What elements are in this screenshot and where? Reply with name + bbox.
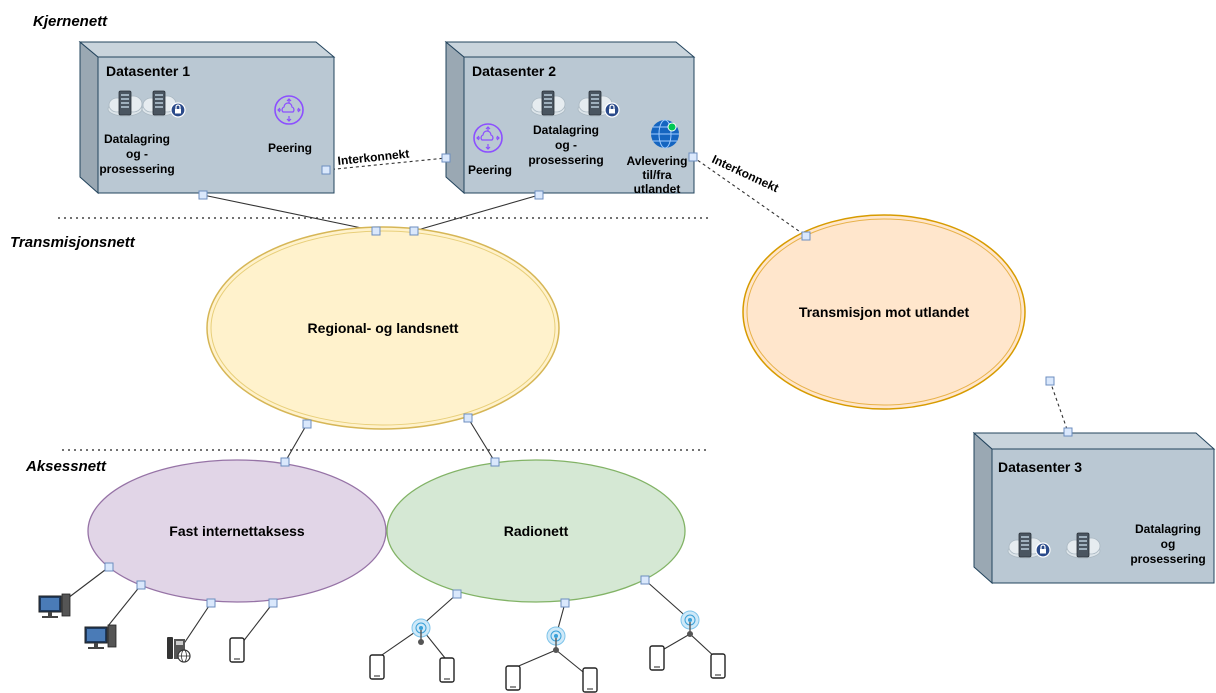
fixed-access-label: Fast internettaksess <box>169 523 305 539</box>
datacenter-2-delivery-line1: Avlevering <box>627 154 688 168</box>
datacenter-1[interactable] <box>78 40 336 195</box>
datacenter-2-delivery-line3: utlandet <box>634 182 681 196</box>
lock-icon <box>604 102 620 118</box>
mobile-phone-icon <box>369 654 385 680</box>
desktop-computer-icon <box>38 593 71 619</box>
lock-icon <box>170 102 186 118</box>
interconnect-label-1: Interkonnekt <box>337 147 410 168</box>
mobile-phone-icon <box>505 665 521 691</box>
foreign-transmission-label: Transmisjon mot utlandet <box>799 304 970 320</box>
datacenter-3-storage-line2: og <box>1161 537 1176 551</box>
interconnect-lines <box>325 156 1069 433</box>
datacenter-1-storage-line1: Datalagring <box>104 132 170 146</box>
desktop-computer-icon <box>84 624 117 650</box>
antenna-icon <box>546 626 566 654</box>
lock-icon <box>1035 542 1051 558</box>
datacenter-2-storage-line2: og - <box>555 138 577 152</box>
fixed-access-ellipse[interactable] <box>87 459 387 603</box>
datacenter-3-storage-line3: prosessering <box>1130 552 1205 566</box>
ip-phone-icon <box>166 636 191 663</box>
interconnect-label-2: Interkonnekt <box>710 152 781 195</box>
datacenter-2-title: Datasenter 2 <box>472 63 556 79</box>
layer-label-access: Aksessnett <box>25 458 107 475</box>
antenna-icon <box>411 618 431 646</box>
datacenter-1-peering-label: Peering <box>268 141 312 155</box>
datacenter-2-delivery-line2: til/fra <box>642 168 672 182</box>
layer-label-core: Kjernenett <box>33 13 108 30</box>
datacenter-3-storage-line1: Datalagring <box>1135 522 1201 536</box>
datacenter-1-storage-line3: prosessering <box>99 162 174 176</box>
radio-network-ellipse[interactable] <box>386 459 686 603</box>
mobile-phone-icon <box>229 637 245 663</box>
mobile-phone-icon <box>582 667 598 693</box>
datacenter-3-title: Datasenter 3 <box>998 459 1082 475</box>
globe-icon <box>650 119 680 149</box>
layer-label-transmission: Transmisjonsnett <box>10 234 136 251</box>
foreign-transmission-inner-ring <box>746 218 1022 406</box>
mobile-phone-icon <box>649 645 665 671</box>
regional-network-label: Regional- og landsnett <box>308 320 459 336</box>
datacenter-1-storage-line2: og - <box>126 147 148 161</box>
connection-ports <box>104 152 1073 608</box>
mobile-phone-icon <box>439 657 455 683</box>
datacenter-2-storage-line3: prosessering <box>528 153 603 167</box>
radio-network-label: Radionett <box>504 523 569 539</box>
mobile-phone-icon <box>710 653 726 679</box>
datacenter-2-peering-label: Peering <box>468 163 512 177</box>
antenna-icon <box>680 610 700 638</box>
datacenter-2-storage-line1: Datalagring <box>533 123 599 137</box>
regional-network-ellipse[interactable] <box>206 226 560 430</box>
datacenter-3[interactable] <box>972 431 1216 585</box>
foreign-transmission-ellipse[interactable] <box>742 214 1026 410</box>
datacenter-1-title: Datasenter 1 <box>106 63 190 79</box>
regional-network-inner-ring <box>210 230 556 426</box>
